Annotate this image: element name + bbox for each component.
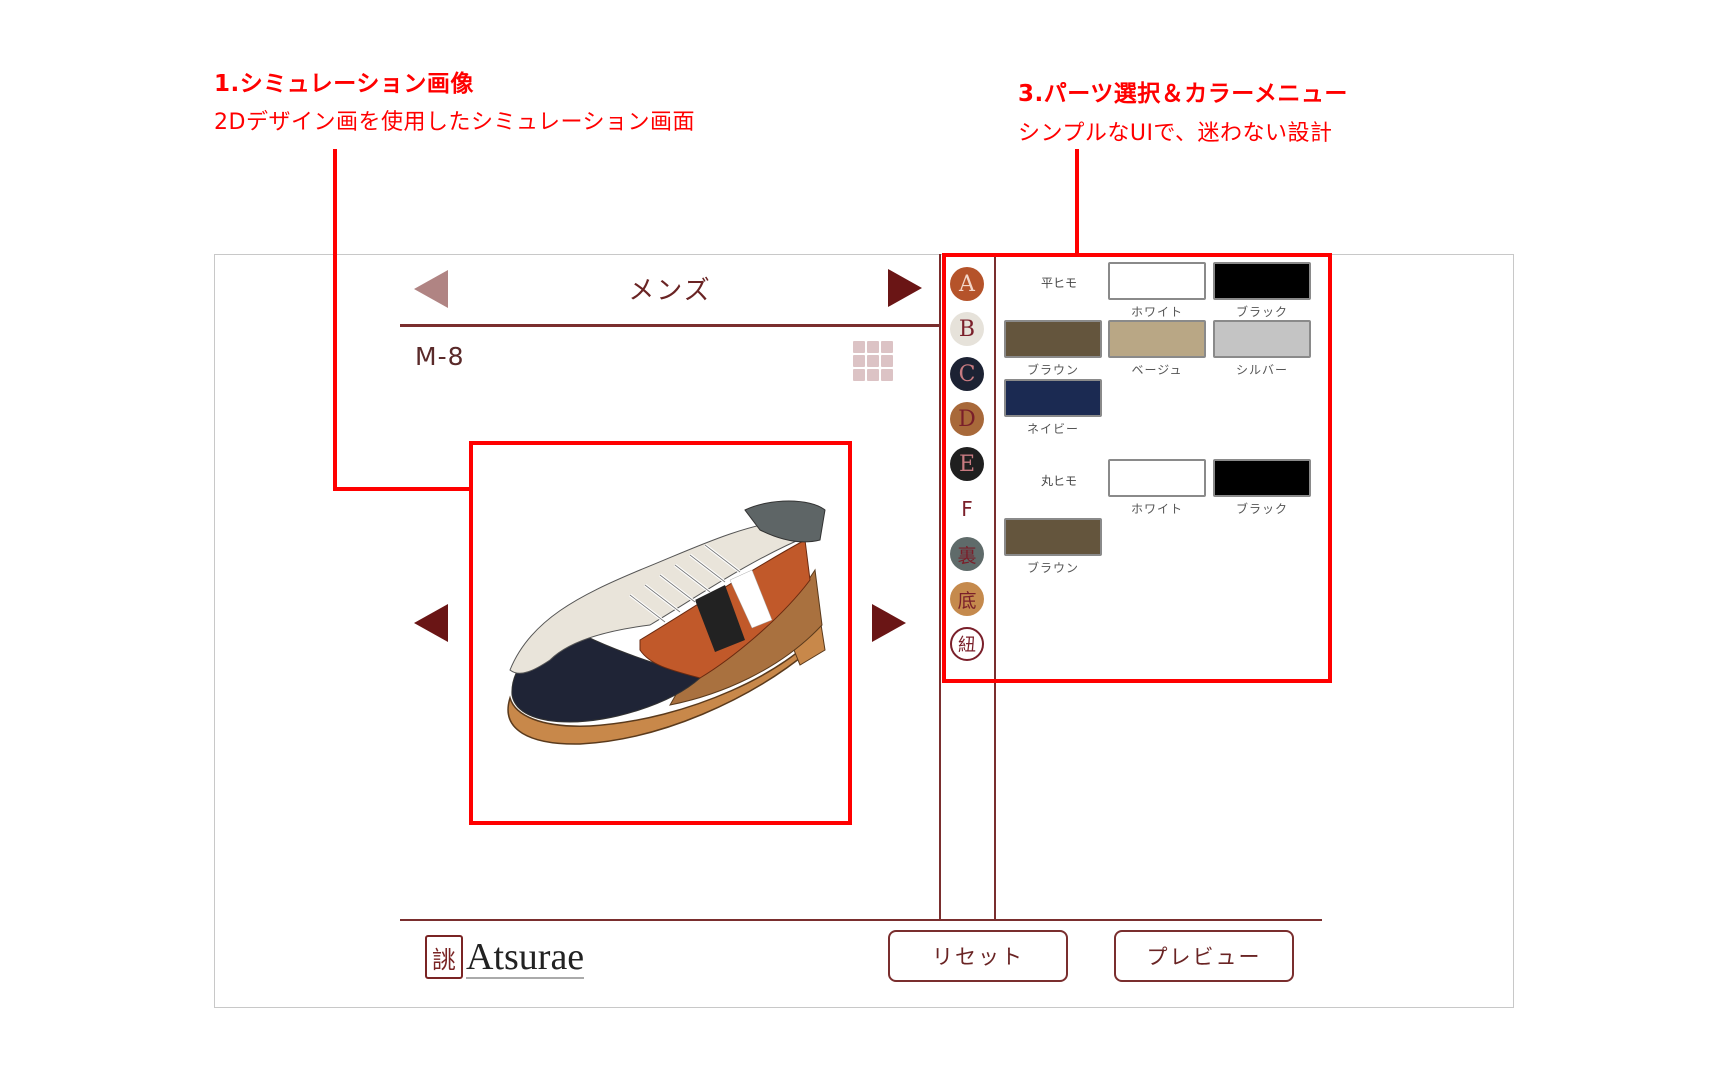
part-tab-e[interactable]: E xyxy=(950,447,984,481)
swatch-flat-navy[interactable] xyxy=(1004,379,1102,417)
swatch-label: ブラウン xyxy=(1026,363,1079,377)
part-tab-laces[interactable]: 紐 xyxy=(950,627,984,661)
header-divider xyxy=(400,324,940,327)
part-tab-d[interactable]: D xyxy=(950,402,984,436)
reset-button[interactable]: リセット xyxy=(888,930,1068,982)
swatch-flat-white[interactable] xyxy=(1108,262,1206,300)
annotation-3-connector xyxy=(1075,149,1079,255)
annotation-3-subtitle: シンプルなUIで、迷わない設計 xyxy=(1018,121,1333,146)
annotation-1-subtitle: 2Dデザイン画を使用したシミュレーション画面 xyxy=(214,110,696,135)
preview-button[interactable]: プレビュー xyxy=(1114,930,1294,982)
grid-icon[interactable] xyxy=(853,341,893,381)
swatch-round-black[interactable] xyxy=(1213,459,1311,497)
swatch-round-brown[interactable] xyxy=(1004,518,1102,556)
logo-mark-icon: 誂 xyxy=(425,935,463,979)
part-tab-a[interactable]: A xyxy=(950,267,984,301)
next-view-arrow-icon[interactable] xyxy=(872,604,906,642)
category-title: メンズ xyxy=(628,276,712,306)
swatch-label: シルバー xyxy=(1235,363,1288,377)
prev-view-arrow-icon[interactable] xyxy=(414,604,448,642)
footer-divider xyxy=(400,919,1322,921)
swatch-flat-black[interactable] xyxy=(1213,262,1311,300)
swatch-round-white[interactable] xyxy=(1108,459,1206,497)
swatch-flat-silver[interactable] xyxy=(1213,320,1311,358)
part-tab-sole[interactable]: 底 xyxy=(950,582,984,616)
annotation-1-highlight-box xyxy=(469,441,852,825)
swatch-flat-brown[interactable] xyxy=(1004,320,1102,358)
brand-logo: 誂 Atsurae xyxy=(425,935,585,979)
part-tab-c[interactable]: C xyxy=(950,357,984,391)
color-group-label-flat-laces: 平ヒモ xyxy=(1040,276,1077,290)
swatch-flat-beige[interactable] xyxy=(1108,320,1206,358)
panel-divider-left xyxy=(939,254,941,921)
part-tabs: A B C D E F 裏 底 紐 xyxy=(950,267,984,661)
swatch-label: ホワイト xyxy=(1130,502,1183,516)
swatch-label: ネイビー xyxy=(1026,422,1079,436)
part-tab-b[interactable]: B xyxy=(950,312,984,346)
swatch-label: ブラック xyxy=(1235,502,1288,516)
swatch-label: ホワイト xyxy=(1130,305,1183,319)
annotation-3-title: 3.パーツ選択＆カラーメニュー xyxy=(1018,81,1348,107)
swatch-label: ブラウン xyxy=(1026,561,1079,575)
annotation-1-title: 1.シミュレーション画像 xyxy=(214,71,474,97)
color-group-label-round-laces: 丸ヒモ xyxy=(1040,474,1077,488)
swatch-label: ベージュ xyxy=(1131,363,1183,377)
part-tab-lining[interactable]: 裏 xyxy=(950,537,984,571)
next-category-arrow-icon[interactable] xyxy=(888,269,922,307)
annotation-1-connector-horizontal xyxy=(333,487,473,491)
swatch-label: ブラック xyxy=(1235,305,1288,319)
prev-category-arrow-icon[interactable] xyxy=(414,270,448,308)
panel-divider-right xyxy=(994,254,996,921)
shoe-illustration xyxy=(490,500,840,760)
model-code: M-8 xyxy=(415,342,465,371)
annotation-1-connector-vertical xyxy=(333,149,337,491)
part-tab-f[interactable]: F xyxy=(950,492,984,526)
annotation-3-highlight-box xyxy=(942,253,1332,683)
logo-text: Atsurae xyxy=(466,936,585,979)
